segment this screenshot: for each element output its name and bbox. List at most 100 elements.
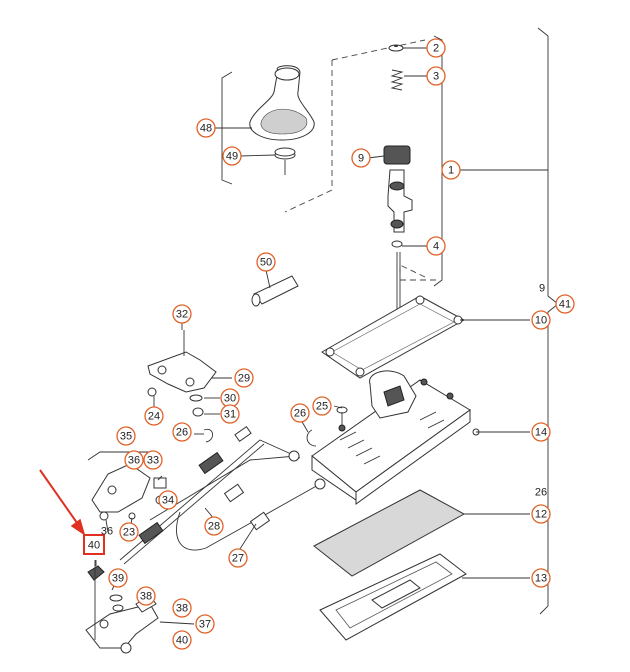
callout-ring bbox=[119, 522, 139, 542]
callout-40b: 40 bbox=[172, 630, 192, 650]
callout-ring bbox=[143, 450, 163, 470]
callout-25: 25 bbox=[312, 396, 332, 416]
callout-ring bbox=[351, 148, 371, 168]
callout-number: 36 bbox=[101, 526, 113, 538]
shift-cables bbox=[119, 426, 326, 565]
callout-12: 12 bbox=[531, 504, 551, 524]
bolt-parts bbox=[306, 406, 348, 447]
callout-ring bbox=[172, 598, 192, 618]
callout-number: 10 bbox=[535, 315, 547, 327]
gasket-plate bbox=[321, 295, 466, 379]
callout-ring bbox=[426, 66, 446, 86]
callout-number: 38 bbox=[176, 603, 188, 615]
callout-49: 49 bbox=[222, 146, 242, 166]
callout-38b: 38 bbox=[172, 598, 192, 618]
callout-number: 40 bbox=[88, 540, 100, 552]
callout-40a: 40 bbox=[88, 540, 100, 552]
callout-41: 41 bbox=[555, 294, 575, 314]
callout-26a: 26 bbox=[290, 403, 310, 423]
callout-ring bbox=[124, 450, 144, 470]
callout-number: 26 bbox=[176, 427, 188, 439]
callout-2: 2 bbox=[426, 38, 446, 58]
callout-ring bbox=[195, 614, 215, 634]
callout-27: 27 bbox=[228, 548, 248, 568]
shifter-housing bbox=[311, 370, 480, 505]
callout-number: 26 bbox=[535, 487, 547, 499]
callout-ring bbox=[531, 310, 551, 330]
guide-pin bbox=[251, 275, 299, 307]
callout-ring bbox=[172, 422, 192, 442]
callout-ring bbox=[172, 304, 192, 324]
callout-14: 14 bbox=[531, 422, 551, 442]
callout-ring bbox=[555, 294, 575, 314]
leader-lines bbox=[105, 47, 548, 625]
callout-37: 37 bbox=[195, 614, 215, 634]
callout-ring bbox=[290, 403, 310, 423]
callout-ring bbox=[426, 236, 446, 256]
callout-ring bbox=[158, 490, 178, 510]
callout-number: 34 bbox=[162, 495, 174, 507]
callout-ring bbox=[222, 146, 242, 166]
mounting-bracket bbox=[147, 330, 217, 393]
callout-number: 37 bbox=[199, 619, 211, 631]
callout-ring bbox=[312, 396, 332, 416]
callout-34: 34 bbox=[158, 490, 178, 510]
callout-26b: 26 bbox=[172, 422, 192, 442]
callout-number: 41 bbox=[559, 299, 571, 311]
callout-number: 27 bbox=[232, 553, 244, 565]
callout-number: 14 bbox=[535, 427, 547, 439]
callout-50: 50 bbox=[256, 252, 276, 272]
callout-number: 31 bbox=[224, 409, 236, 421]
callout-ring bbox=[531, 568, 551, 588]
callout-4: 4 bbox=[426, 236, 446, 256]
callout-30: 30 bbox=[220, 388, 240, 408]
callout-ring bbox=[228, 548, 248, 568]
callout-number: 1 bbox=[448, 165, 454, 177]
assembly-bracket-upper bbox=[433, 35, 443, 287]
callout-number: 30 bbox=[224, 393, 236, 405]
callout-ring bbox=[531, 504, 551, 524]
washer-part bbox=[388, 44, 404, 52]
callout-29: 29 bbox=[234, 368, 254, 388]
callout-36b: 36 bbox=[101, 526, 113, 538]
callout-28: 28 bbox=[204, 516, 224, 536]
callout-31: 31 bbox=[220, 404, 240, 424]
callout-number: 50 bbox=[260, 257, 272, 269]
callout-10: 10 bbox=[531, 310, 551, 330]
callout-1: 1 bbox=[441, 160, 461, 180]
callout-33: 33 bbox=[143, 450, 163, 470]
callout-number: 33 bbox=[147, 455, 159, 467]
callout-number: 24 bbox=[148, 411, 160, 423]
callout-ring bbox=[531, 422, 551, 442]
callout-ring bbox=[116, 426, 136, 446]
callout-9b: 9 bbox=[539, 283, 545, 295]
callout-number: 25 bbox=[316, 401, 328, 413]
callout-39: 39 bbox=[108, 568, 128, 588]
callout-13: 13 bbox=[531, 568, 551, 588]
callout-number: 9 bbox=[539, 283, 545, 295]
callout-24: 24 bbox=[144, 406, 164, 426]
callout-3: 3 bbox=[426, 66, 446, 86]
callout-9a: 9 bbox=[351, 148, 371, 168]
callout-number: 39 bbox=[112, 573, 124, 585]
callout-ring bbox=[136, 586, 156, 606]
callout-number: 3 bbox=[433, 71, 439, 83]
callout-ring bbox=[426, 38, 446, 58]
callout-ring bbox=[441, 160, 461, 180]
callout-number: 38 bbox=[140, 591, 152, 603]
callout-number: 4 bbox=[433, 241, 439, 253]
callout-ring bbox=[256, 252, 276, 272]
callout-ring bbox=[204, 516, 224, 536]
callout-number: 2 bbox=[433, 43, 439, 55]
callout-38a: 38 bbox=[136, 586, 156, 606]
knob-bracket bbox=[221, 71, 233, 185]
callout-ring bbox=[144, 406, 164, 426]
callout-number: 36 bbox=[128, 455, 140, 467]
callout-number: 9 bbox=[358, 153, 364, 165]
callout-number: 28 bbox=[208, 521, 220, 533]
callout-ring bbox=[220, 404, 240, 424]
callout-number: 40 bbox=[176, 635, 188, 647]
callout-number: 49 bbox=[226, 151, 238, 163]
callout-number: 35 bbox=[120, 431, 132, 443]
callout-number: 23 bbox=[123, 527, 135, 539]
